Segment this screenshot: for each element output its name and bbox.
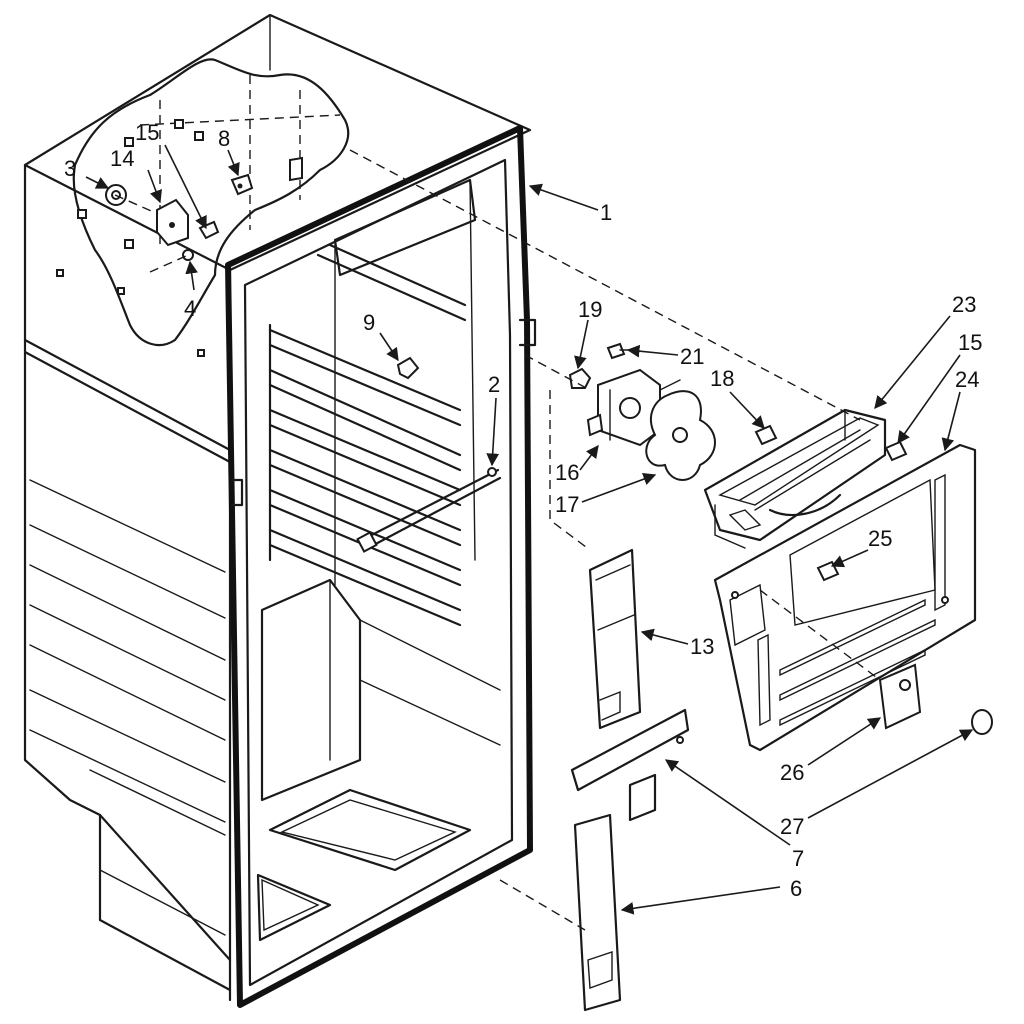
part-23-grille [703, 408, 887, 549]
callout-15-left: 15 [135, 120, 159, 145]
callout-7: 7 [792, 846, 804, 871]
part-13-air-duct [588, 548, 642, 730]
callout-2: 2 [488, 372, 500, 397]
part-15-screw-top [198, 220, 220, 240]
part-7-baffle [570, 708, 690, 822]
callout-15-right: 15 [958, 330, 982, 355]
part-17-fan-blade [645, 390, 716, 481]
part-6-lower-duct [573, 813, 622, 1012]
callout-16: 16 [555, 460, 579, 485]
part-21-screw [606, 342, 633, 360]
callout-19: 19 [578, 297, 602, 322]
callout-14: 14 [110, 146, 134, 171]
callout-17: 17 [555, 492, 579, 517]
callout-4: 4 [184, 296, 196, 321]
part-26-plate [878, 663, 922, 730]
callout-25: 25 [868, 526, 892, 551]
part-2-heater-rod [356, 467, 502, 553]
callout-8: 8 [218, 126, 230, 151]
part-18-screw [754, 424, 778, 446]
callout-21: 21 [680, 344, 704, 369]
callout-labels: 1 2 3 4 6 7 8 9 13 14 15 15 16 17 18 19 … [64, 120, 982, 901]
callout-13: 13 [690, 634, 714, 659]
part-27-plug [971, 709, 993, 735]
assembly-lines [114, 149, 881, 931]
callout-27: 27 [780, 814, 804, 839]
callout-26: 26 [780, 760, 804, 785]
callout-3: 3 [64, 156, 76, 181]
part-15-screw-right [884, 440, 908, 462]
callout-6: 6 [790, 876, 802, 901]
part-9-fastener [396, 356, 420, 380]
callout-24: 24 [955, 367, 979, 392]
part-24-rear-panel [713, 443, 977, 752]
callout-1: 1 [600, 200, 612, 225]
part-19-nut [568, 367, 592, 389]
part-4-screw [182, 249, 194, 261]
cutaway-rear-panel [56, 58, 350, 357]
callout-18: 18 [710, 366, 734, 391]
callout-leaders [85, 144, 974, 915]
part-8-sensor-clip [230, 173, 254, 196]
part-14-control-housing [156, 198, 189, 247]
part-bracket-small [289, 156, 303, 182]
callout-9: 9 [363, 310, 375, 335]
liner-frame [225, 125, 537, 1008]
callout-23: 23 [952, 292, 976, 317]
